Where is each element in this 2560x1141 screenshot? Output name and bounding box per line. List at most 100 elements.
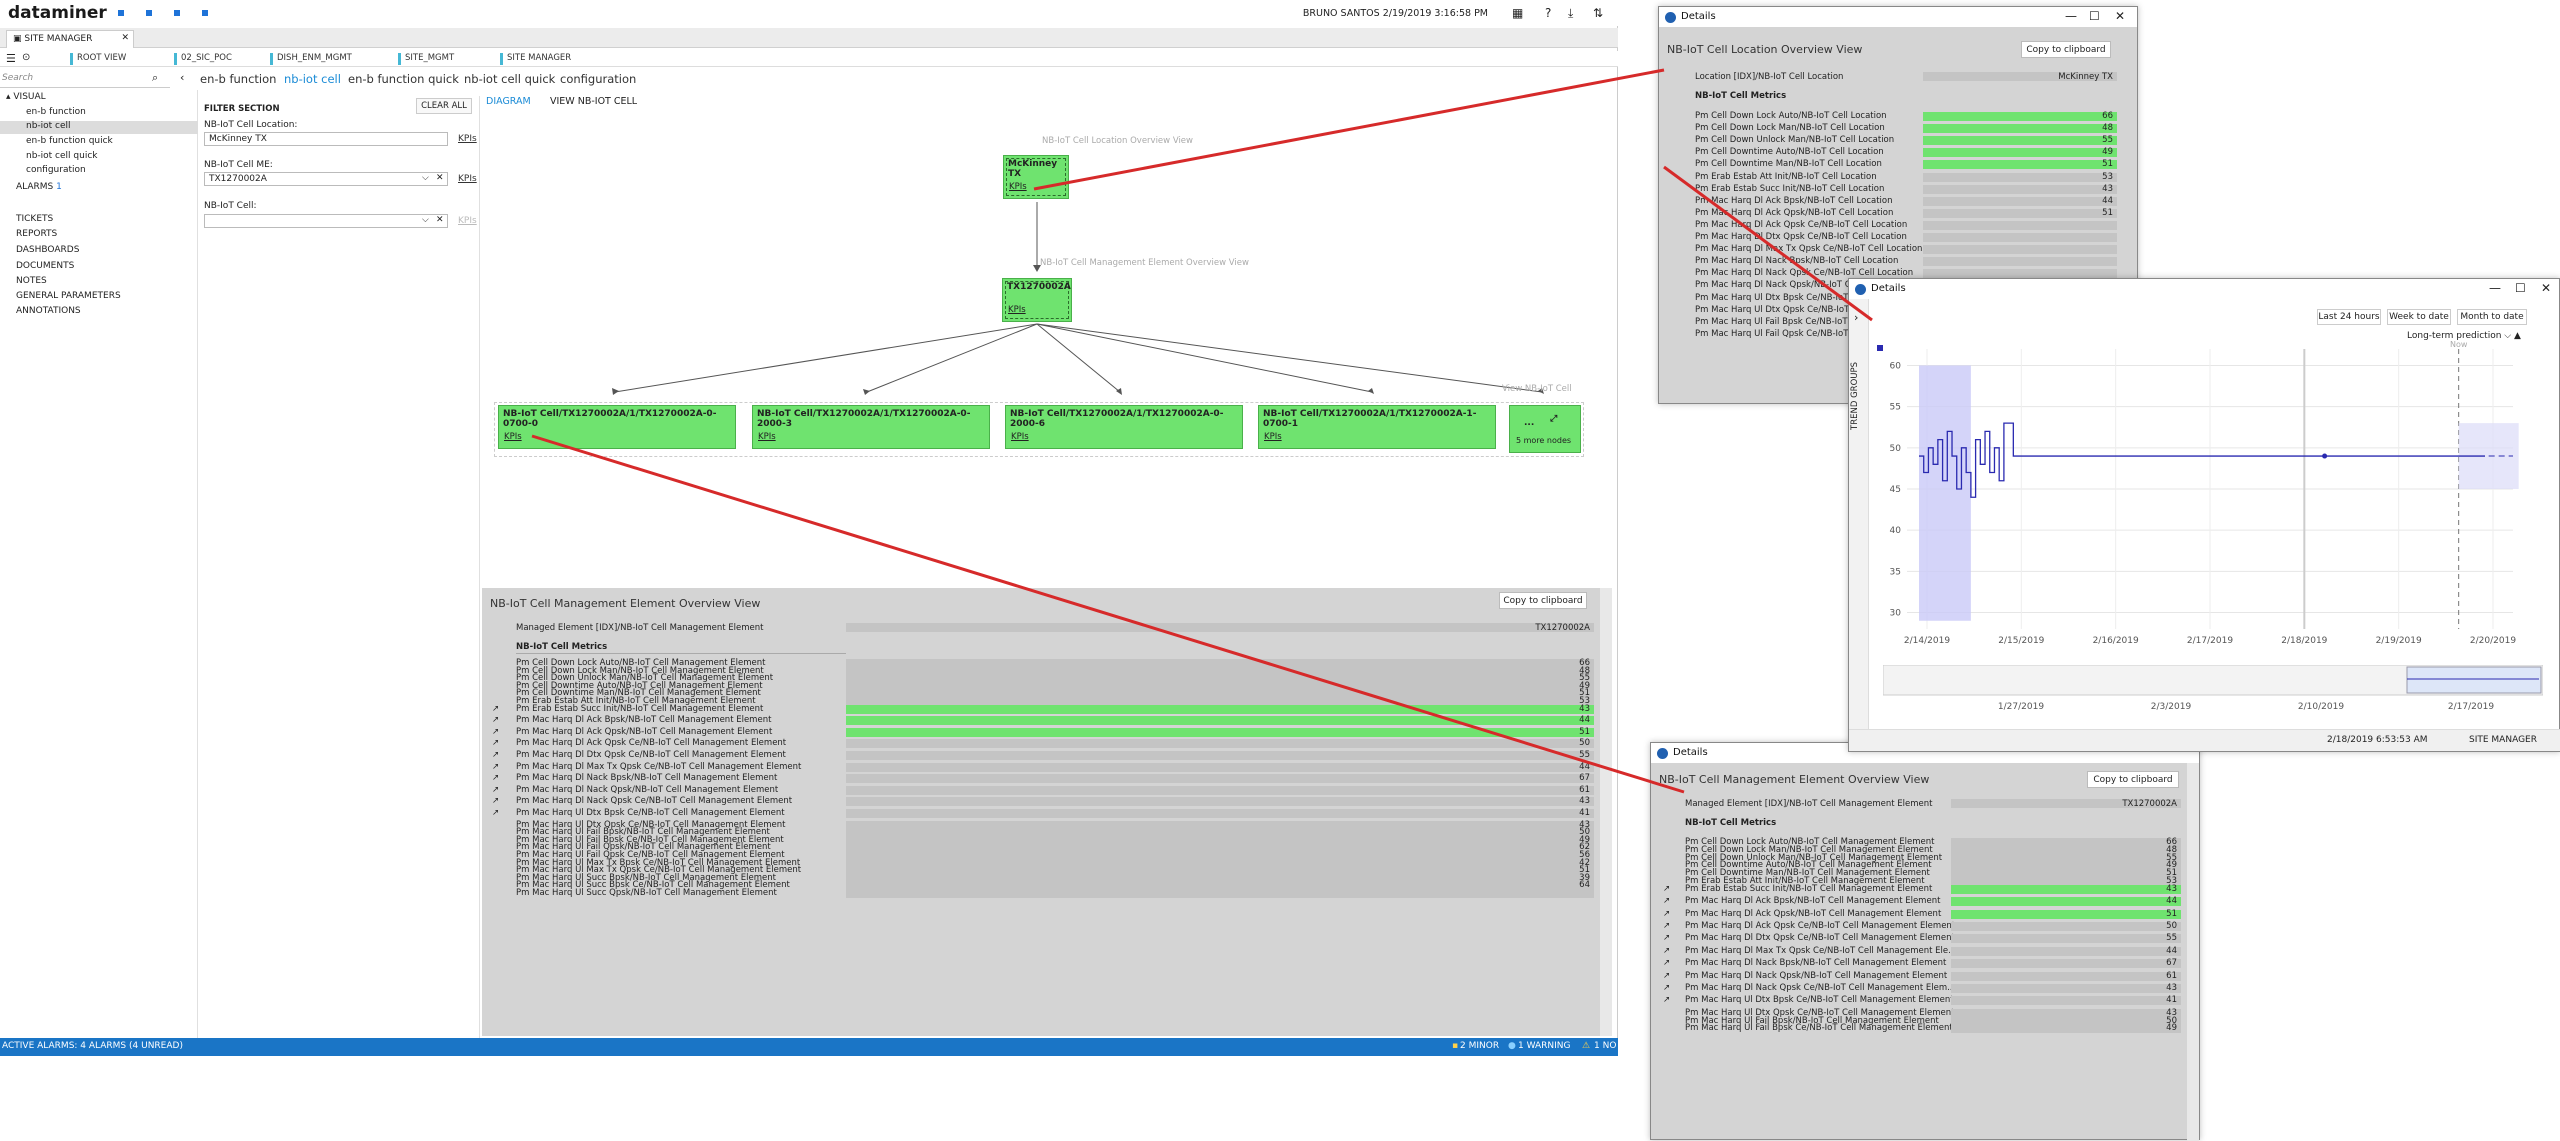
help-icon[interactable]: ?	[1545, 6, 1552, 20]
minor-count[interactable]: 2 MINOR	[1460, 1041, 1500, 1051]
week-to-date-button[interactable]: Week to date	[2387, 309, 2451, 325]
app-square-icon[interactable]	[146, 10, 152, 16]
site-manager-tab[interactable]: ▣ SITE MANAGER ✕	[6, 30, 134, 48]
trend-icon[interactable]: ↗	[492, 784, 500, 795]
trend-icon[interactable]: ↗	[492, 715, 500, 726]
tab-en-b-function-quick[interactable]: en-b function quick	[348, 72, 459, 86]
search-icon[interactable]: ⌕	[152, 71, 159, 84]
cell-node[interactable]: NB-IoT Cell/TX1270002A/1/TX1270002A-0-20…	[752, 405, 990, 449]
breadcrumb-item[interactable]: ROOT VIEW	[70, 53, 126, 65]
breadcrumb-item[interactable]: SITE MANAGER	[500, 53, 571, 65]
kpis-link[interactable]: KPIs	[1011, 432, 1029, 442]
trend-icon[interactable]: ↗	[492, 750, 500, 760]
trend-groups-panel[interactable]: › TREND GROUPS	[1849, 299, 1869, 729]
kpis-link[interactable]: KPIs	[1264, 432, 1282, 442]
location-field[interactable]: McKinney TX	[204, 132, 448, 146]
menu-icon[interactable]: ☰	[6, 52, 16, 65]
close-icon[interactable]: ✕	[121, 33, 129, 43]
scrollbar[interactable]	[2187, 763, 2199, 1141]
prediction-dropdown[interactable]: Long-term prediction ⌵ ▲	[2407, 331, 2521, 341]
minimize-icon[interactable]: —	[2489, 281, 2501, 295]
copy-to-clipboard-button[interactable]: Copy to clipboard	[2021, 41, 2111, 58]
sidebar-item-visual[interactable]: ▴ VISUAL	[6, 92, 46, 102]
chevron-left-icon[interactable]: ‹	[180, 71, 185, 84]
kpis-link[interactable]: KPIs	[1009, 182, 1027, 192]
month-to-date-button[interactable]: Month to date	[2457, 309, 2527, 325]
sidebar-item-tickets[interactable]: TICKETS	[16, 214, 54, 224]
navigator-window[interactable]	[2406, 666, 2542, 694]
cell-field[interactable]	[204, 214, 448, 228]
trend-icon[interactable]: ↗	[1663, 921, 1671, 931]
cell-node[interactable]: NB-IoT Cell/TX1270002A/1/TX1270002A-1-07…	[1258, 405, 1496, 449]
last-24-hours-button[interactable]: Last 24 hours	[2317, 309, 2381, 325]
me-field[interactable]: TX1270002A	[204, 172, 448, 186]
close-icon[interactable]: ✕	[436, 173, 444, 183]
warning-count[interactable]: 1 WARNING	[1518, 1041, 1571, 1051]
trend-icon[interactable]: ↗	[492, 703, 500, 714]
more-nodes[interactable]: ... ⤢ 5 more nodes	[1509, 405, 1581, 453]
trend-icon[interactable]: ↗	[492, 738, 500, 749]
tab-configuration[interactable]: configuration	[560, 72, 637, 86]
cell-node[interactable]: NB-IoT Cell/TX1270002A/1/TX1270002A-0-07…	[498, 405, 736, 449]
me-kpis-link[interactable]: KPIs	[458, 174, 477, 184]
grid-icon[interactable]: ▦	[1512, 6, 1524, 20]
sidebar-item-en-b-function[interactable]: en-b function	[26, 107, 86, 117]
tab-nb-iot-cell[interactable]: nb-iot cell	[284, 72, 341, 86]
close-icon[interactable]: ✕	[436, 215, 444, 225]
trend-icon[interactable]: ↗	[1663, 983, 1671, 993]
sidebar-item-alarms[interactable]: ALARMS 1	[16, 182, 62, 192]
app-square-icon[interactable]	[202, 10, 208, 16]
trend-icon[interactable]: ↗	[492, 726, 500, 737]
sidebar-item-general-parameters[interactable]: GENERAL PARAMETERS	[16, 291, 121, 301]
trend-icon[interactable]: ↗	[1663, 896, 1671, 907]
search-input[interactable]: Search	[0, 70, 170, 88]
close-icon[interactable]: ✕	[2541, 281, 2552, 295]
copy-to-clipboard-button[interactable]: Copy to clipboard	[1499, 592, 1587, 609]
maximize-icon[interactable]: ☐	[2089, 9, 2100, 23]
active-alarms-status[interactable]: ACTIVE ALARMS: 4 ALARMS (4 UNREAD)	[2, 1041, 183, 1051]
trend-icon[interactable]: ↗	[492, 761, 500, 772]
sidebar-item-en-b-function-quick[interactable]: en-b function quick	[26, 136, 113, 146]
trend-icon[interactable]: ↗	[1663, 883, 1671, 894]
trend-icon[interactable]: ↗	[1663, 958, 1671, 969]
location-node[interactable]: McKinney TX KPIs	[1003, 155, 1069, 199]
sidebar-item-documents[interactable]: DOCUMENTS	[16, 261, 75, 271]
location-kpis-link[interactable]: KPIs	[458, 134, 477, 144]
sidebar-item-dashboards[interactable]: DASHBOARDS	[16, 245, 80, 255]
tab-view-nb-iot-cell[interactable]: VIEW NB-IOT CELL	[550, 96, 638, 107]
copy-to-clipboard-button[interactable]: Copy to clipboard	[2087, 771, 2179, 788]
tab-en-b-function[interactable]: en-b function	[200, 72, 277, 86]
kpis-link[interactable]: KPIs	[758, 432, 776, 442]
tab-nb-iot-cell-quick[interactable]: nb-iot cell quick	[464, 72, 556, 86]
back-icon[interactable]: ⊙	[22, 52, 31, 63]
chevron-right-icon[interactable]: ›	[1854, 311, 1859, 324]
no-count[interactable]: 1 NO	[1594, 1041, 1617, 1051]
trend-icon[interactable]: ↗	[492, 808, 500, 818]
trend-icon[interactable]: ↗	[1663, 995, 1671, 1006]
kpis-link[interactable]: KPIs	[1008, 305, 1026, 315]
app-square-icon[interactable]	[118, 10, 124, 16]
trend-icon[interactable]: ↗	[492, 773, 500, 784]
app-square-icon[interactable]	[174, 10, 180, 16]
trend-icon[interactable]: ↗	[1663, 908, 1671, 919]
breadcrumb-item[interactable]: SITE_MGMT	[398, 53, 454, 65]
trend-icon[interactable]: ↗	[1663, 970, 1671, 981]
chevron-down-icon[interactable]: ⌵	[422, 215, 429, 225]
scrollbar[interactable]	[1600, 588, 1612, 1036]
sidebar-item-configuration[interactable]: configuration	[26, 165, 86, 175]
sort-icon[interactable]: ⇅	[1593, 6, 1604, 20]
sidebar-item-annotations[interactable]: ANNOTATIONS	[16, 306, 81, 316]
sidebar-item-nb-iot-cell-quick[interactable]: nb-iot cell quick	[26, 151, 98, 161]
sidebar-item-reports[interactable]: REPORTS	[16, 229, 58, 239]
breadcrumb-item[interactable]: DISH_ENM_MGMT	[270, 53, 352, 65]
sidebar-item-notes[interactable]: NOTES	[16, 276, 47, 286]
trend-icon[interactable]: ↗	[1663, 945, 1671, 956]
trend-icon[interactable]: ↗	[1663, 933, 1671, 944]
cell-node[interactable]: NB-IoT Cell/TX1270002A/1/TX1270002A-0-20…	[1005, 405, 1243, 449]
clear-all-button[interactable]: CLEAR ALL	[416, 98, 472, 114]
close-icon[interactable]: ✕	[2115, 9, 2126, 23]
data-point[interactable]	[2322, 453, 2328, 459]
chevron-down-icon[interactable]: ⌵	[422, 173, 429, 183]
